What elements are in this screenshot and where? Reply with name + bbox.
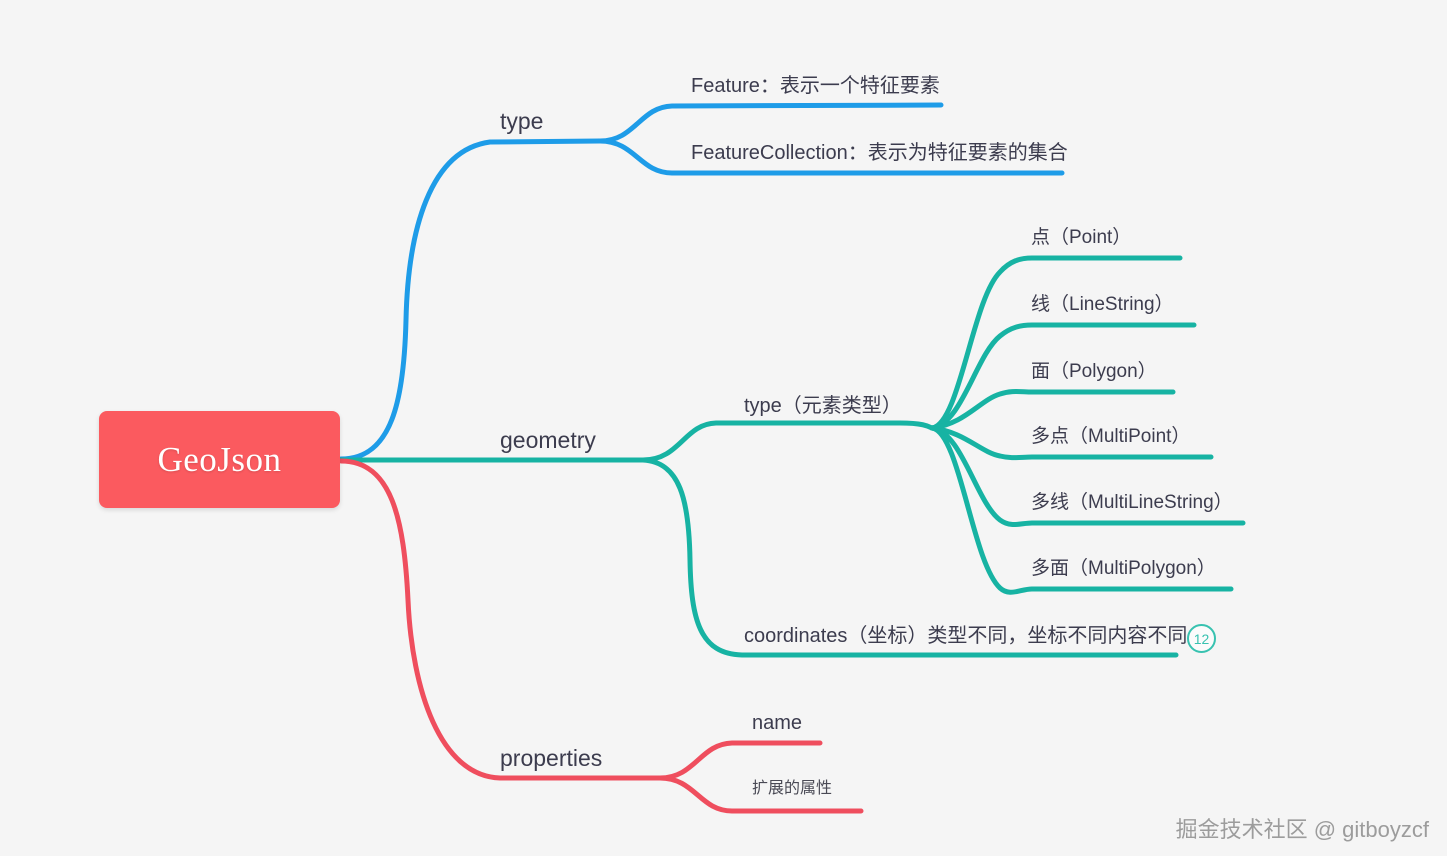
leaf-label-multilinestring[interactable]: 多线（MultiLineString） [1031, 492, 1233, 513]
leaf-label-name[interactable]: name [752, 712, 803, 734]
root-node-label: GeoJson [157, 439, 282, 479]
leaf-label-extended-properties[interactable]: 扩展的属性 [752, 780, 833, 797]
watermark-text: 掘金技术社区 @ gitboyzcf [1175, 817, 1429, 842]
connector-root-to-type [338, 138, 603, 462]
branch-label-type[interactable]: type [500, 108, 544, 134]
connector-type-to-polygon [929, 389, 1176, 431]
leaf-label-multipolygon[interactable]: 多面（MultiPolygon） [1031, 558, 1216, 579]
leaf-label-linestring[interactable]: 线（LineString） [1031, 294, 1174, 315]
branch-label-geometry[interactable]: geometry [500, 427, 596, 453]
connector-geometry-to-type [640, 420, 935, 463]
leaf-label-featurecollection[interactable]: FeatureCollection：表示为特征要素的集合 [691, 142, 1068, 164]
connector-type-to-feature [597, 102, 944, 144]
leaf-label-multipoint[interactable]: 多点（MultiPoint） [1031, 426, 1191, 447]
connector-type-to-point [929, 255, 1183, 431]
connector-properties-to-name [657, 740, 823, 781]
leaf-label-coordinates[interactable]: coordinates（坐标）类型不同，坐标不同内容不同 [744, 625, 1188, 647]
leaf-label-point[interactable]: 点（Point） [1031, 227, 1132, 248]
branch-label-properties[interactable]: properties [500, 745, 603, 771]
connector-root-to-properties [338, 458, 663, 781]
coordinates-count-badge[interactable]: 12 [1187, 624, 1216, 653]
node-label-geometry-type[interactable]: type（元素类型） [744, 395, 902, 417]
root-node[interactable]: GeoJson [99, 411, 340, 508]
leaf-label-feature[interactable]: Feature：表示一个特征要素 [691, 75, 940, 97]
leaf-label-polygon[interactable]: 面（Polygon） [1031, 361, 1157, 382]
